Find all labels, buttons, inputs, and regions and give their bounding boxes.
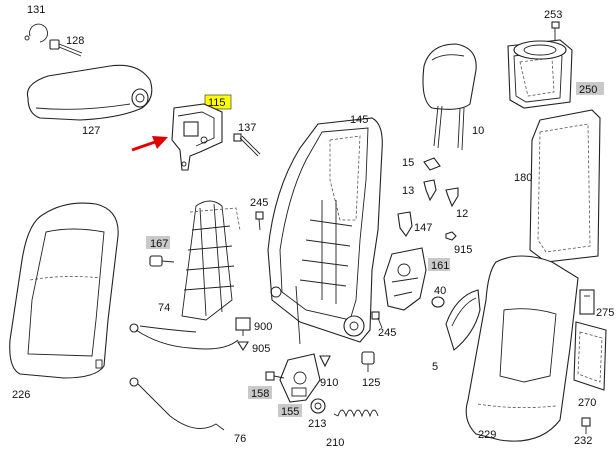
part-76-cable[interactable] — [129, 377, 225, 431]
callout-210: 210 — [326, 437, 344, 449]
callout-145: 145 — [350, 114, 368, 126]
callout-900: 900 — [254, 321, 272, 333]
part-229-seat-cushion[interactable] — [465, 255, 579, 442]
callout-74: 74 — [158, 302, 170, 314]
part-245-screw-lower[interactable] — [371, 311, 383, 329]
part-131-clip[interactable] — [24, 23, 48, 43]
part-137-screw[interactable] — [233, 133, 261, 157]
callout-213: 213 — [308, 418, 326, 430]
part-125-bolt[interactable] — [361, 351, 375, 372]
part-245-screw-upper[interactable] — [255, 211, 264, 231]
callout-131: 131 — [27, 4, 45, 16]
callout-232: 232 — [574, 435, 592, 447]
part-13-sleeve[interactable] — [423, 179, 437, 202]
part-145-backrest-frame[interactable] — [267, 117, 383, 345]
part-900-connector[interactable] — [235, 317, 251, 336]
callout-128: 128 — [66, 35, 84, 47]
part-275-switch[interactable] — [579, 289, 595, 315]
part-180-back-panel[interactable] — [529, 109, 601, 263]
part-167-fastener[interactable] — [149, 255, 175, 267]
callout-127: 127 — [82, 125, 100, 137]
part-127-armrest[interactable] — [26, 64, 153, 121]
callout-180: 180 — [514, 172, 532, 184]
callout-253: 253 — [544, 9, 562, 21]
callout-226: 226 — [12, 389, 30, 401]
callout-910: 910 — [320, 377, 338, 389]
part-128-bolt[interactable] — [49, 39, 83, 57]
callout-161-box — [428, 258, 450, 271]
callout-125: 125 — [362, 377, 380, 389]
callout-115-box[interactable] — [204, 94, 232, 110]
callout-250: 250 — [579, 84, 597, 96]
part-74-lumbar-support[interactable] — [181, 200, 241, 321]
part-15-guide[interactable] — [423, 157, 441, 171]
part-253-screw[interactable] — [551, 21, 560, 40]
red-arrow-indicator — [131, 136, 168, 152]
part-12-sleeve[interactable] — [445, 187, 459, 208]
part-5-trim-cover[interactable] — [445, 289, 481, 351]
part-161-recliner[interactable] — [383, 247, 427, 311]
callout-161: 161 — [431, 260, 449, 272]
callout-155: 155 — [281, 406, 299, 418]
part-226-backrest-cover[interactable] — [9, 202, 119, 379]
part-905-clip[interactable] — [237, 341, 249, 352]
part-250-cupholder[interactable] — [507, 39, 573, 109]
callout-137: 137 — [238, 122, 256, 134]
part-147-bushing[interactable] — [397, 211, 413, 237]
callout-158-box — [248, 386, 272, 399]
callout-229: 229 — [478, 429, 496, 441]
callout-76: 76 — [234, 433, 246, 445]
part-155-motor[interactable] — [279, 353, 321, 403]
part-910-clip[interactable] — [319, 355, 331, 368]
cable-harness[interactable] — [129, 323, 239, 350]
callout-167: 167 — [150, 238, 168, 250]
callout-275: 275 — [596, 307, 614, 319]
part-10-headrest[interactable] — [422, 43, 477, 151]
callout-13: 13 — [402, 185, 414, 197]
part-158-screw[interactable] — [265, 371, 285, 381]
callout-167-box — [146, 236, 170, 249]
callout-15: 15 — [402, 157, 414, 169]
part-270-side-panel[interactable] — [573, 321, 607, 391]
part-40-cap[interactable] — [431, 296, 445, 308]
part-232-screw[interactable] — [581, 417, 591, 434]
callout-12: 12 — [456, 208, 468, 220]
callout-155-box — [278, 404, 302, 417]
callout-905: 905 — [252, 343, 270, 355]
callout-915: 915 — [454, 244, 472, 256]
part-115-bracket[interactable] — [171, 103, 223, 171]
callout-245-lower: 245 — [378, 327, 396, 339]
callout-250-box — [576, 82, 604, 95]
callout-40: 40 — [434, 285, 446, 297]
callout-147: 147 — [414, 222, 432, 234]
callout-10: 10 — [472, 125, 484, 137]
part-210-spring[interactable] — [333, 409, 379, 418]
part-213-gear[interactable] — [310, 398, 326, 414]
callout-5: 5 — [432, 361, 438, 373]
callout-158: 158 — [251, 388, 269, 400]
part-915-nut[interactable] — [445, 231, 457, 241]
callout-270: 270 — [578, 397, 596, 409]
callout-115[interactable]: 115 — [208, 97, 226, 109]
callout-245-upper: 245 — [250, 197, 268, 209]
